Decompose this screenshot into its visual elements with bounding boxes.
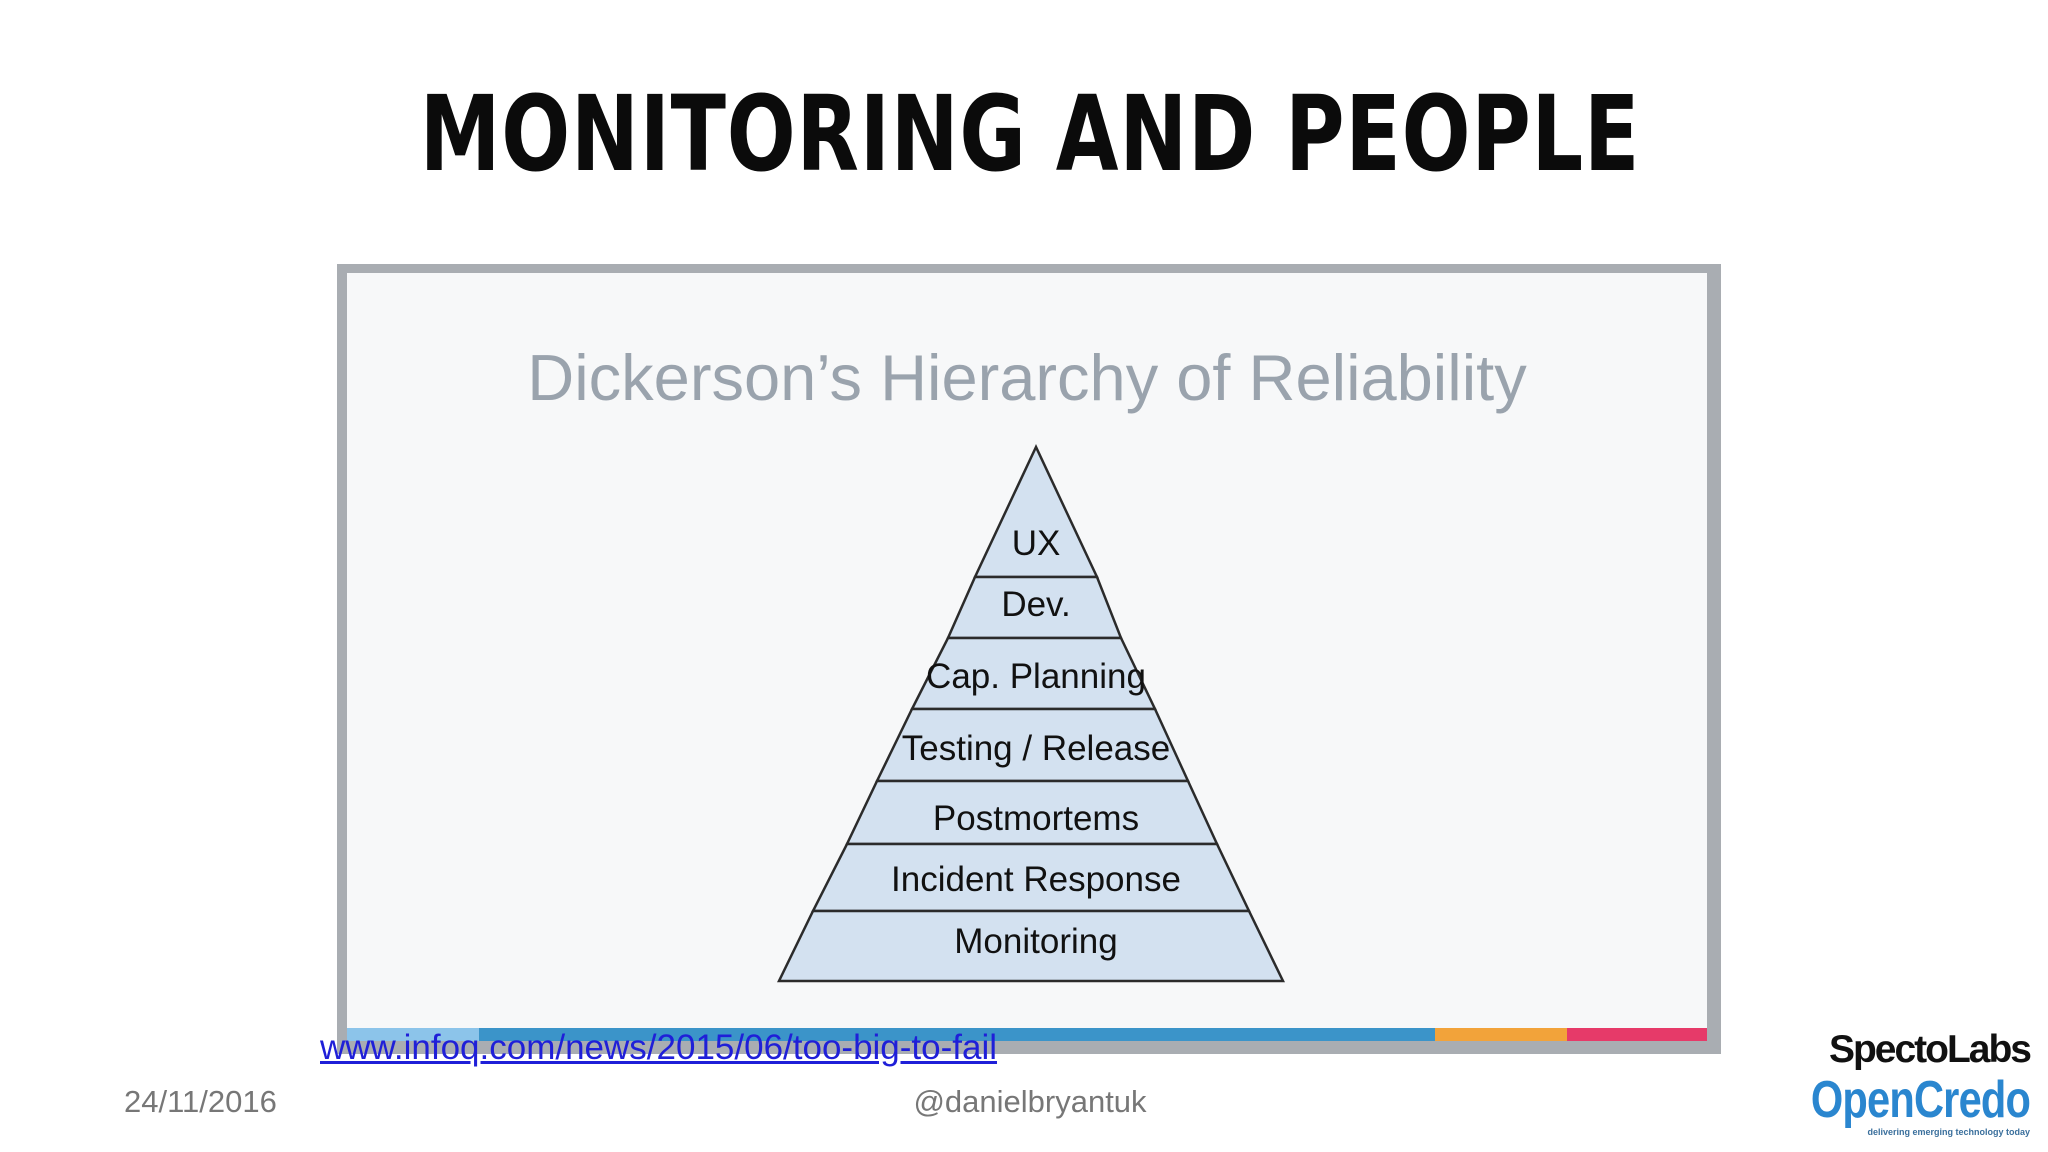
pyramid-label-cap-planning: Cap. Planning bbox=[926, 657, 1146, 696]
figure-heading: Dickerson’s Hierarchy of Reliability bbox=[527, 341, 1527, 414]
pyramid-label-dev: Dev. bbox=[1001, 585, 1070, 624]
pyramid-label-monitoring: Monitoring bbox=[954, 922, 1117, 961]
pyramid-label-incident-response: Incident Response bbox=[891, 860, 1181, 899]
figure-canvas: Dickerson’s Hierarchy of Reliability UX … bbox=[347, 273, 1707, 1041]
pyramid-label-postmortems: Postmortems bbox=[933, 799, 1139, 838]
slide-title: MONITORING AND PEOPLE bbox=[419, 73, 1641, 195]
sponsor-logos: SpectoLabs OpenCredo delivering emerging… bbox=[1811, 1026, 2040, 1144]
color-bar-segment bbox=[479, 1028, 1435, 1041]
spectolabs-logo: SpectoLabs bbox=[1828, 1028, 2032, 1071]
color-bar-segment bbox=[1435, 1028, 1567, 1041]
opencredo-tagline: delivering emerging technology today bbox=[1867, 1127, 2030, 1137]
opencredo-logo: OpenCredo bbox=[1810, 1071, 2031, 1129]
reliability-pyramid: UX Dev. Cap. Planning Testing / Release … bbox=[777, 444, 1285, 983]
color-bar-segment bbox=[1567, 1028, 1707, 1041]
color-bar-segment bbox=[347, 1028, 479, 1041]
footer-date: 24/11/2016 bbox=[124, 1084, 277, 1119]
brand-color-bar bbox=[347, 1028, 1707, 1041]
embedded-figure: Dickerson’s Hierarchy of Reliability UX … bbox=[337, 264, 1721, 1054]
pyramid-layer-monitoring bbox=[777, 909, 1285, 983]
footer-twitter-handle: @danielbryantuk bbox=[913, 1084, 1147, 1119]
pyramid-label-testing-release: Testing / Release bbox=[902, 729, 1170, 768]
pyramid-label-ux: UX bbox=[1012, 524, 1061, 563]
source-link[interactable]: www.infoq.com/news/2015/06/too-big-to-fa… bbox=[320, 1028, 998, 1067]
